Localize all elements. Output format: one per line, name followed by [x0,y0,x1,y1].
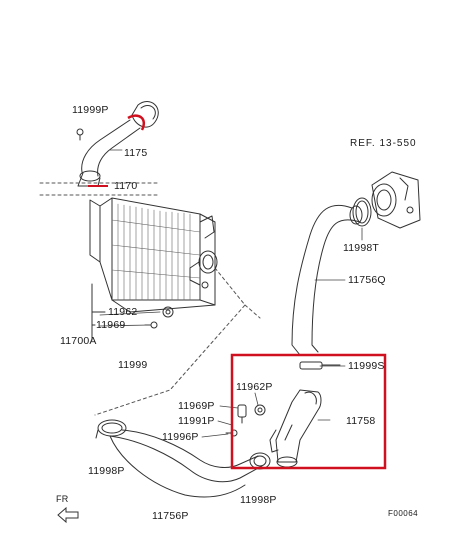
fasteners-group [225,404,266,437]
direction-label: FR [56,494,69,504]
label-11999: 11999 [118,359,148,371]
label-11999S: 11999S [348,360,384,372]
pipe-11758 [269,389,322,468]
hose-11756Q [291,204,363,356]
label-11969P: 11969P [178,400,215,412]
highlights [88,114,387,470]
reference-label: REF. 13-550 [350,138,417,149]
label-1175x: 1175 [124,147,148,159]
label-11962P: 11962P [236,381,273,393]
figure-code: F00064 [388,509,419,518]
highlight-upper-clamp [127,114,145,131]
label-11996P: 11996P [162,431,199,443]
highlight-box [230,353,387,470]
label-11700A: 11700A [60,335,97,347]
label-leaders [99,149,363,438]
label-11756Q: 11756Q [348,274,386,286]
label-11999P: 11999P [72,104,109,116]
label-11998P-left: 11998P [88,465,125,477]
label-11758: 11758 [346,415,376,427]
label-1170x: 1170 [114,180,138,192]
label-11998P-right: 11998P [240,494,277,506]
bracket-11999S [299,361,341,370]
label-11991P: 11991P [178,415,215,427]
label-11969: 11969 [96,319,126,331]
direction-arrow-icon [57,506,79,524]
label-11998T: 11998T [343,242,380,254]
throttle-body [371,171,421,229]
intercooler [89,197,218,313]
bolts-11962-11969 [91,283,174,341]
label-11756P: 11756P [152,510,189,522]
clamp-11998P-left [95,419,127,439]
leader-lines [39,182,261,416]
label-11962: 11962 [108,306,138,318]
clamp-11998T [352,197,372,227]
upper-hose-small [76,100,159,187]
